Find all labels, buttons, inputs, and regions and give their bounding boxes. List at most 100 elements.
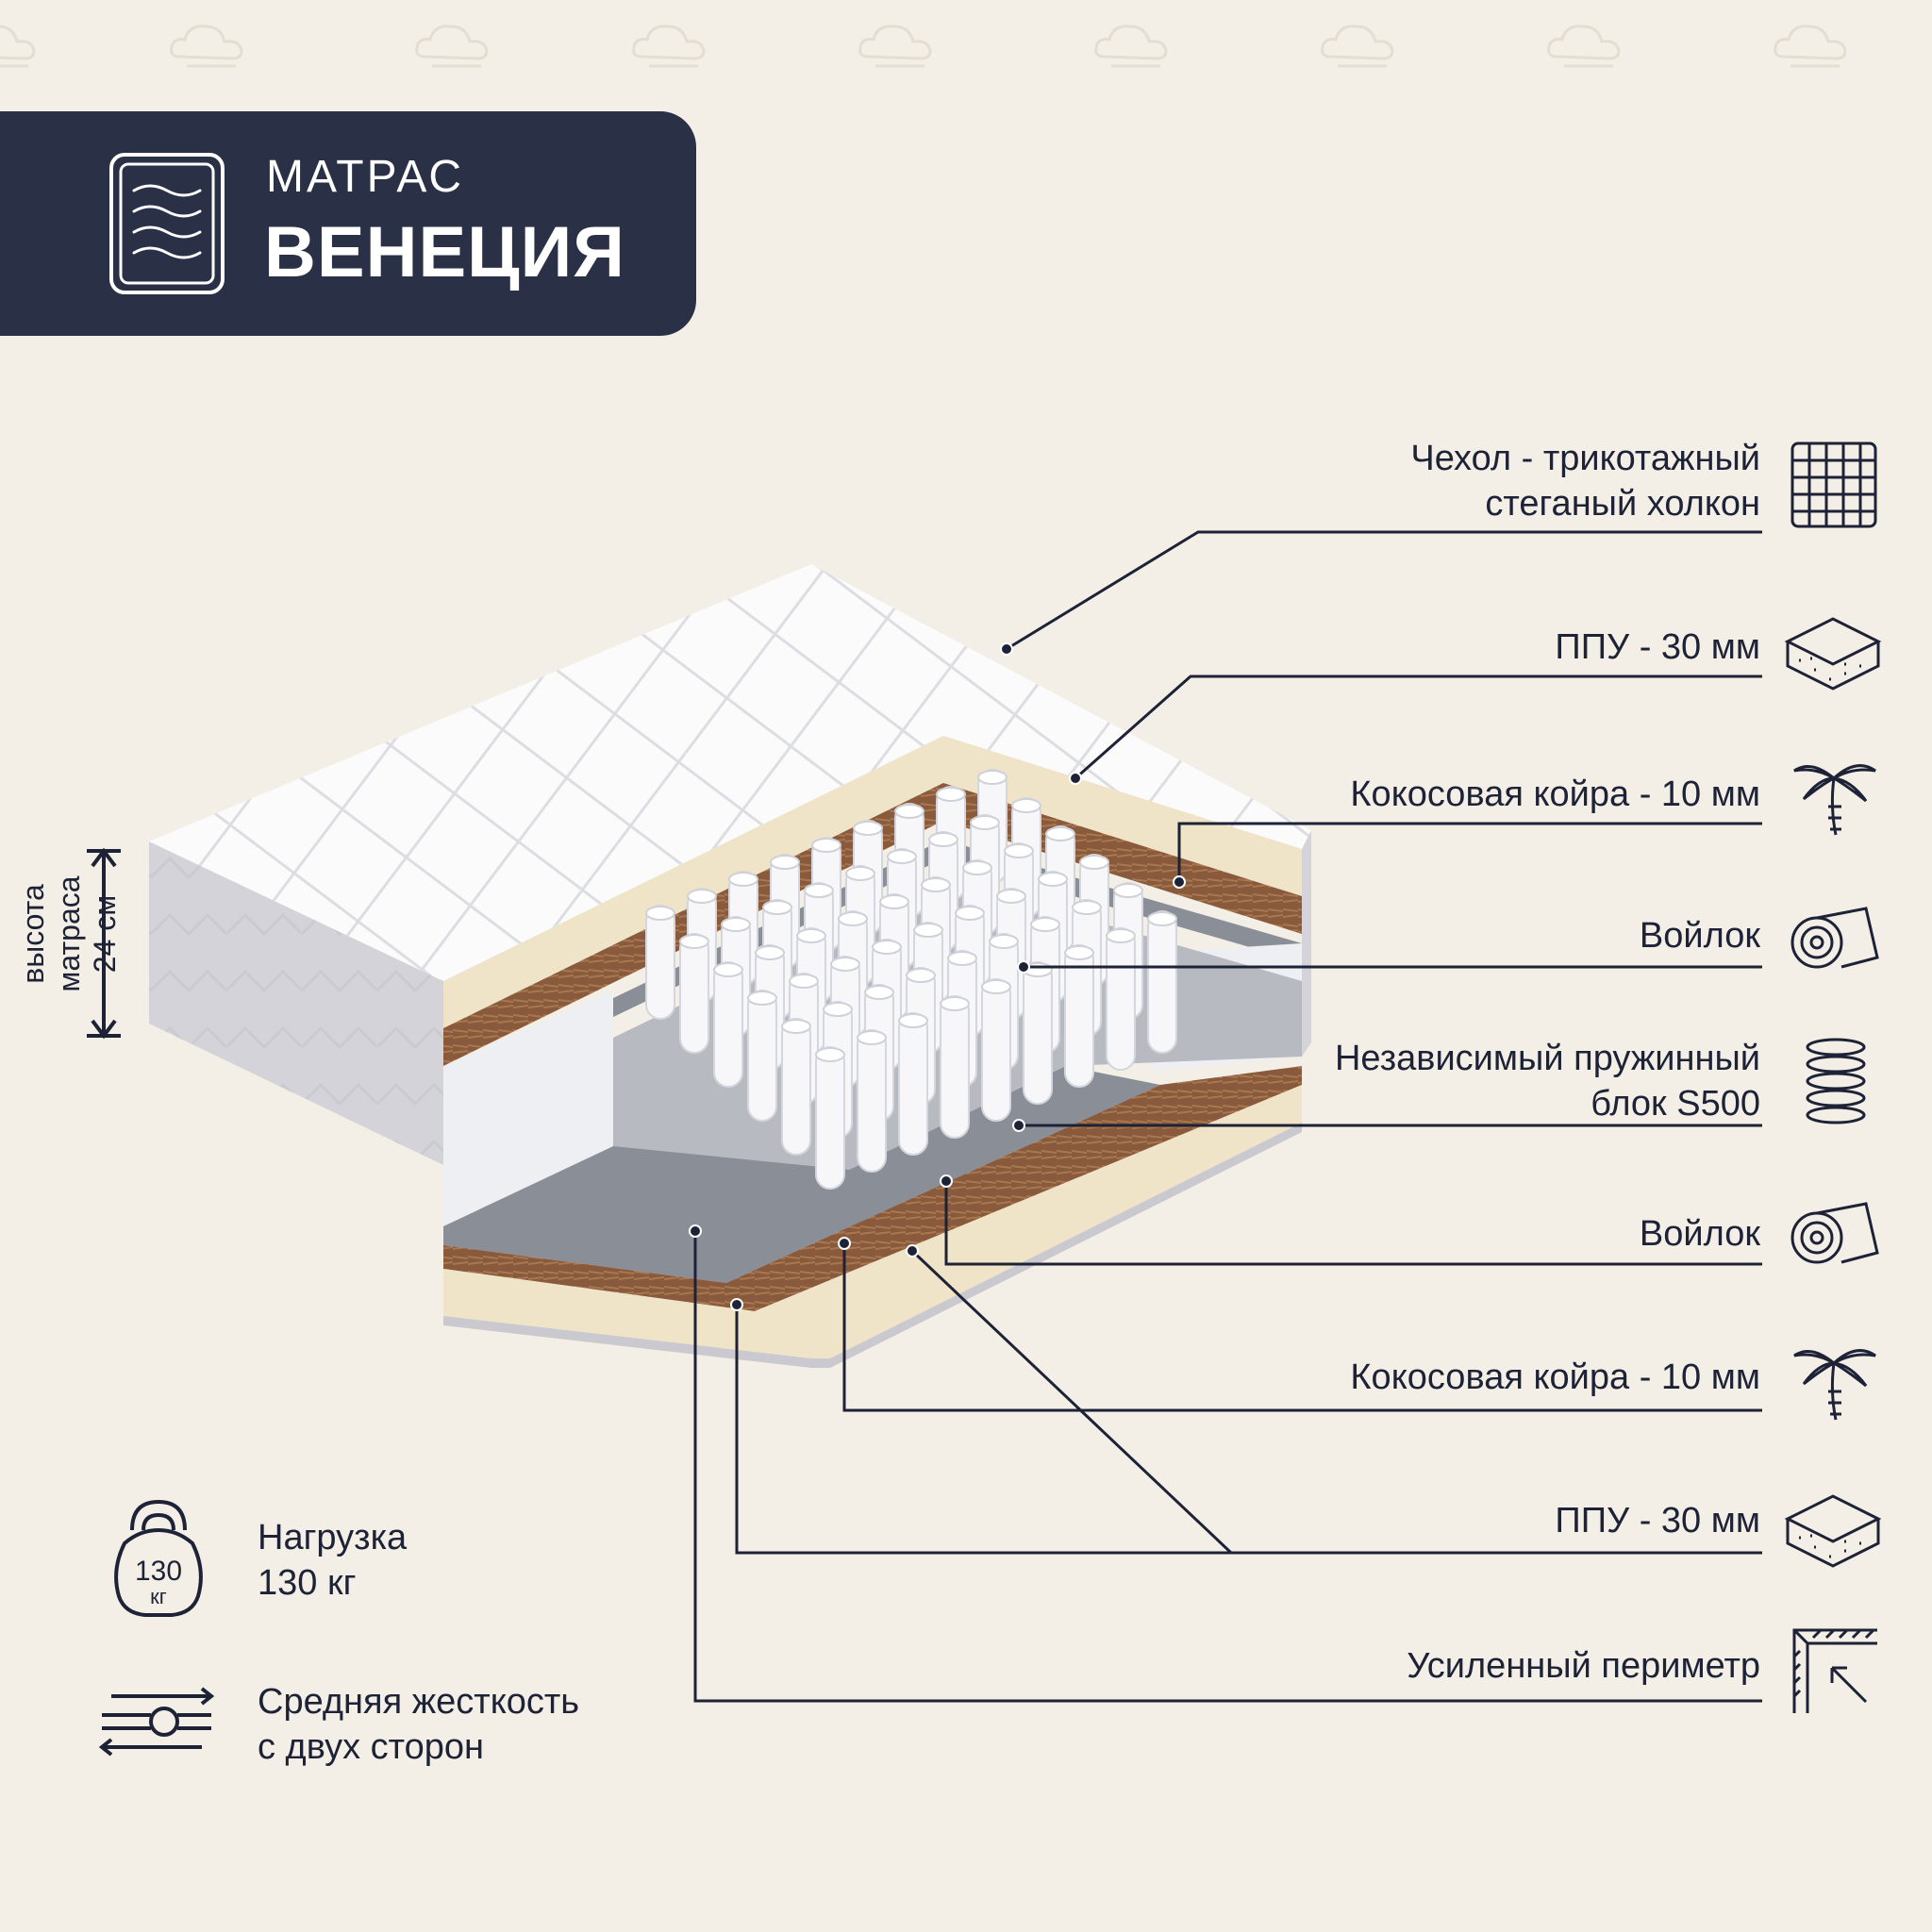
- spring-coil-top: [762, 900, 792, 915]
- cloud-pattern: [0, 25, 1847, 68]
- kettlebell-weight-number: 130: [135, 1556, 182, 1587]
- spring-coil-top: [1064, 945, 1094, 960]
- spring-coil: [1147, 910, 1177, 1054]
- foam-layer-icon-2: [1784, 1494, 1882, 1568]
- cloud-icon: [170, 25, 243, 68]
- felt-roll-icon: [1790, 907, 1879, 969]
- firmness-slider-icon: [98, 1687, 215, 1757]
- spring-coil-top: [645, 906, 675, 921]
- layer-label-foam-bottom-line1: ППУ - 30 мм: [1555, 1501, 1760, 1541]
- layer-label-perimeter-line1: Усиленный периметр: [1407, 1646, 1760, 1686]
- spring-coil-top: [894, 804, 924, 819]
- leader-line-coconut-bottom: [842, 1243, 1762, 1412]
- spring-coil-top: [755, 945, 785, 960]
- spring-coil: [679, 933, 709, 1054]
- cloud-icon: [1774, 25, 1847, 68]
- perimeter-foam: [443, 991, 613, 1226]
- layer-label-spring-block-line2: блок S500: [1591, 1084, 1760, 1124]
- knit-fabric-icon: [1790, 441, 1877, 528]
- spring-coil-top: [864, 985, 894, 1000]
- spring-coils: [645, 769, 1177, 1190]
- spring-coil-top: [747, 991, 777, 1006]
- felt-layer-bottom: [443, 1066, 1160, 1283]
- spring-coil-top: [970, 815, 1000, 830]
- spring-coil-top: [811, 838, 841, 853]
- layer-label-felt-bottom-line1: Войлок: [1639, 1214, 1760, 1254]
- leader-dots: [689, 642, 1186, 1311]
- layer-label-coconut-top-line1: Кокосовая койра - 10 мм: [1350, 774, 1760, 814]
- layer-label-spring-block-line1: Независимый пружинный: [1334, 1039, 1760, 1078]
- spring-coil-top: [1011, 798, 1041, 813]
- height-arrow: [87, 847, 121, 1040]
- spring-coil-top: [804, 883, 834, 898]
- leader-line-coconut-top: [1177, 822, 1762, 882]
- spring-coil-top: [845, 866, 875, 881]
- spring-coil: [645, 905, 675, 1020]
- height-label-line1: высота: [16, 884, 50, 984]
- layer-label-foam-top: ППУ - 30 мм: [1555, 625, 1760, 670]
- leader-line-felt-bottom: [944, 1181, 1762, 1266]
- spring-coil-top: [962, 860, 992, 875]
- layer-label-cover-line1: Чехол - трикотажный: [1410, 439, 1760, 478]
- spring-coil: [1023, 961, 1053, 1105]
- layer-label-foam-top-line1: ППУ - 30 мм: [1555, 627, 1760, 667]
- spring-coil-top: [1045, 826, 1075, 841]
- leader-line-perimeter: [693, 1231, 1762, 1703]
- spring-coil: [940, 995, 970, 1139]
- layer-label-coconut-top: Кокосовая койра - 10 мм: [1350, 772, 1760, 817]
- spring-coil-top: [679, 934, 709, 949]
- mattress-icon: [109, 153, 225, 294]
- felt-roll-icon-2: [1790, 1202, 1879, 1264]
- spring-coil-top: [898, 1013, 928, 1028]
- cloud-icon: [632, 25, 706, 68]
- height-label: высота матраса 24 см: [15, 858, 123, 1009]
- mattress-side-wall-right: [1302, 830, 1311, 1057]
- spring-coil-top: [977, 770, 1008, 785]
- layer-label-felt-bottom: Войлок: [1640, 1211, 1760, 1257]
- spring-coil-top: [872, 940, 902, 955]
- product-title-panel: [0, 111, 696, 336]
- spring-coil-top: [940, 996, 970, 1011]
- spring-coil-top: [823, 1002, 853, 1017]
- palm-tree-icon-2: [1793, 1349, 1876, 1421]
- kettlebell-weight-unit: кг: [150, 1585, 167, 1608]
- spring-coil-top: [838, 911, 868, 926]
- coconut-layer-bottom: [443, 1066, 1302, 1311]
- foam-layer-bottom: [443, 1085, 1302, 1358]
- spring-coil-top: [789, 974, 819, 989]
- spring-coil-top: [1072, 900, 1102, 915]
- spring-coil-top: [713, 962, 743, 977]
- spring-coil-top: [879, 894, 909, 909]
- spring-coil-top: [913, 923, 943, 938]
- spring-coil-top: [989, 934, 1019, 949]
- cloud-icon: [415, 25, 489, 68]
- cloud-icon: [1094, 25, 1168, 68]
- spring-coil-top: [947, 951, 977, 966]
- spring-coil-top: [1079, 855, 1109, 870]
- kettlebell-icon: [114, 1499, 203, 1617]
- cloud-icon: [858, 25, 932, 68]
- layer-label-cover-line2: стеганый холкон: [1485, 484, 1760, 524]
- spring-coil-top: [728, 872, 758, 887]
- height-value: 24 см: [88, 894, 122, 974]
- spring-coil-top: [830, 957, 860, 972]
- spring-coil-top: [921, 877, 951, 892]
- spring-coil-top: [857, 1030, 887, 1045]
- firmness-feature: Средняя жесткость с двух сторон: [258, 1679, 579, 1770]
- coconut-layer-top: [443, 783, 1302, 1066]
- spring-coil-top: [853, 821, 883, 836]
- palm-tree-icon: [1793, 764, 1876, 836]
- foam-layer-top: [443, 736, 1302, 1028]
- height-label-line2: матраса: [52, 875, 86, 992]
- layer-label-foam-bottom: ППУ - 30 мм: [1555, 1498, 1760, 1543]
- leader-line-foam-top: [1074, 675, 1762, 780]
- layer-label-felt-top: Войлок: [1640, 913, 1760, 958]
- spring-coil-top: [1106, 928, 1136, 943]
- leader-line-foam-bottom-2: [735, 1305, 1231, 1555]
- layer-label-cover: Чехол - трикотажный стеганый холкон: [1410, 436, 1760, 526]
- spring-coil-top: [906, 968, 936, 983]
- foam-layer-icon: [1784, 617, 1882, 691]
- spring-coil: [857, 1029, 887, 1173]
